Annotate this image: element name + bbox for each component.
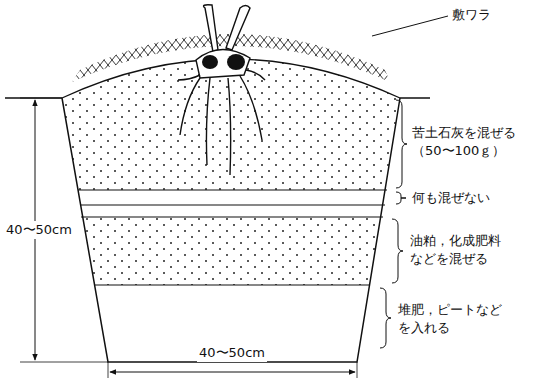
dimension-label: 40〜50cm (197, 344, 267, 362)
layer-note: 何も混ぜない (412, 189, 490, 207)
layer-note: 堆肥，ピートなど を入れる (398, 301, 514, 336)
mulch-label: 敷ワラ (452, 6, 491, 24)
layer-note: 油粕，化成肥料 などを混ぜる (410, 232, 512, 267)
dimension-label: 40〜50cm (4, 221, 74, 239)
layer-note: 苦土石灰を混ぜる （50〜100ｇ） (412, 124, 530, 159)
